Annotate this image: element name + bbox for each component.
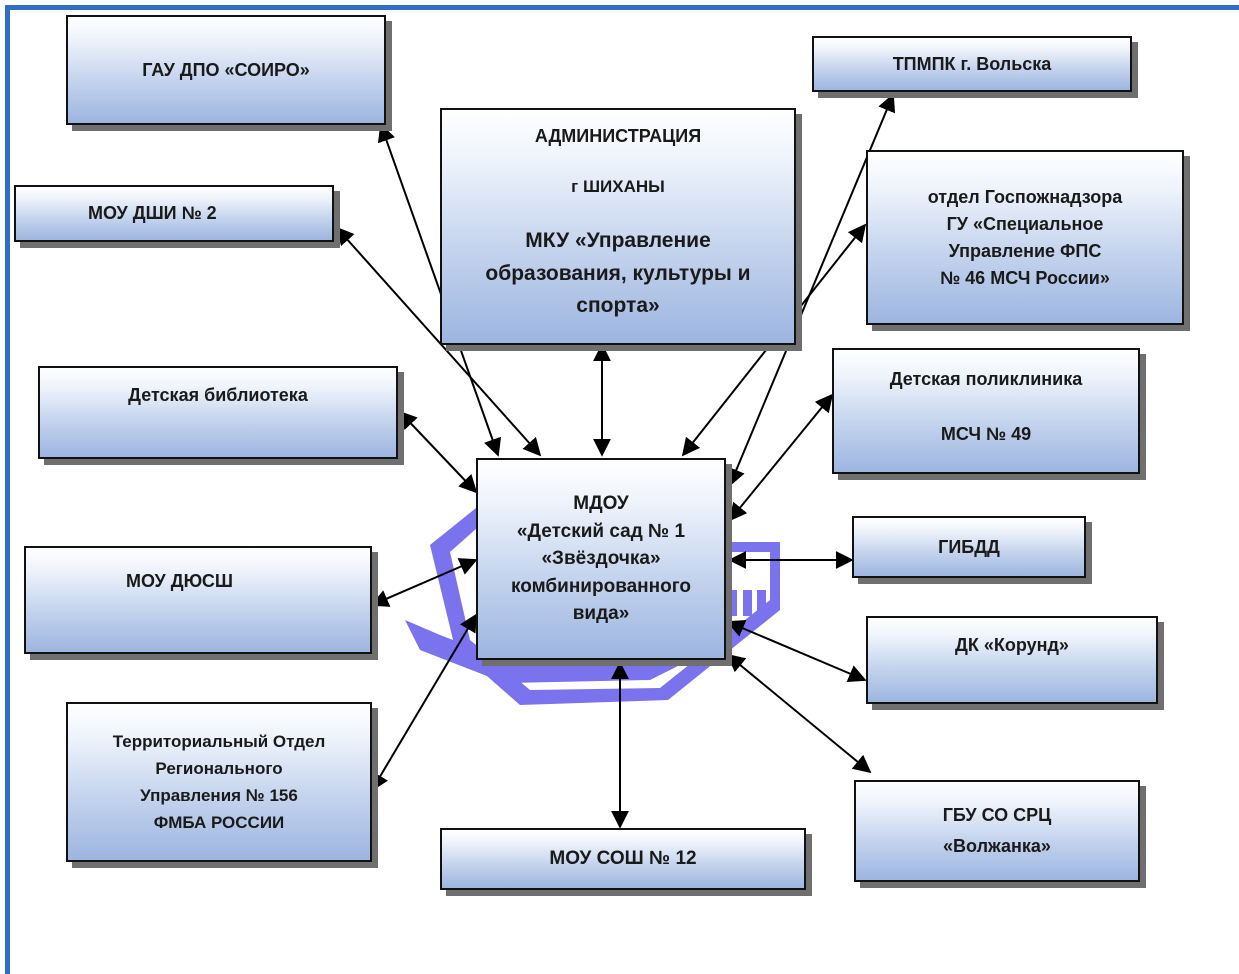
node-fmba-line-1: Территориальный Отдел xyxy=(112,731,326,751)
page-frame xyxy=(5,5,1239,974)
node-administration-line-2: г ШИХАНЫ xyxy=(571,177,665,197)
node-sosh: МОУ СОШ № 12 xyxy=(440,828,806,890)
node-gibdd: ГИБДД xyxy=(852,516,1086,578)
center-line-3: «Звёздочка» xyxy=(541,548,661,570)
node-gau-dpo: ГАУ ДПО «СОИРО» xyxy=(66,15,386,125)
node-moudyussh: МОУ ДЮСШ xyxy=(24,546,372,654)
center-line-4: комбинированного xyxy=(510,575,692,597)
node-fmba-line-2: Регионального xyxy=(155,758,283,778)
node-moudyussh-label: МОУ ДЮСШ xyxy=(126,571,233,591)
node-dk-korund-label: ДК «Корунд» xyxy=(955,635,1069,655)
node-library: Детская библиотека xyxy=(38,366,398,459)
node-library-label: Детская библиотека xyxy=(128,385,308,405)
arrow-gbu xyxy=(726,653,872,774)
node-gospozhnadzor-line-1: отдел Госпожнадзора xyxy=(927,186,1123,207)
node-gospozhnadzor-line-2: ГУ «Специальное xyxy=(946,213,1104,234)
arrow-moudshi xyxy=(335,226,542,457)
center-line-5: вида» xyxy=(572,603,630,625)
node-moudshi: МОУ ДШИ № 2 xyxy=(14,185,334,242)
center-line-1: МДОУ xyxy=(573,493,629,515)
node-gospozhnadzor-line-4: № 46 МСЧ России» xyxy=(940,267,1110,288)
node-gbu-line-1: ГБУ СО СРЦ xyxy=(942,805,1052,826)
arrow-moudyussh xyxy=(370,558,478,607)
node-administration-line-4: образования, культуры и xyxy=(485,261,751,285)
node-administration-line-3: МКУ «Управление xyxy=(525,229,711,253)
node-polyclinic-line-2: МСЧ № 49 xyxy=(940,424,1032,444)
center-line-2: «Детский сад № 1 xyxy=(516,520,686,542)
node-tpmpk: ТПМПК г. Вольска xyxy=(812,36,1132,92)
node-gospozhnadzor-line-3: Управление ФПС xyxy=(948,240,1102,261)
node-fmba-line-3: Управления № 156 xyxy=(140,786,298,805)
arrow-fmba xyxy=(371,613,477,792)
node-gbu: ГБУ СО СРЦ «Волжанка» xyxy=(854,780,1140,882)
node-polyclinic-line-1: Детская поликлиника xyxy=(889,369,1083,389)
node-gbu-line-2: «Волжанка» xyxy=(943,836,1051,856)
node-gibdd-label: ГИБДД xyxy=(938,536,1000,557)
node-gau-dpo-label: ГАУ ДПО «СОИРО» xyxy=(142,59,310,80)
node-administration-line-5: спорта» xyxy=(576,293,660,317)
node-moudshi-label: МОУ ДШИ № 2 xyxy=(88,203,217,223)
node-polyclinic: Детская поликлиника МСЧ № 49 xyxy=(832,348,1140,474)
center-node-mdou: МДОУ «Детский сад № 1 «Звёздочка» комбин… xyxy=(476,458,726,660)
node-administration-line-1: АДМИНИСТРАЦИЯ xyxy=(534,126,702,146)
node-sosh-label: МОУ СОШ № 12 xyxy=(549,847,697,869)
node-tpmpk-label: ТПМПК г. Вольска xyxy=(892,53,1052,74)
node-gospozhnadzor: отдел Госпожнадзора ГУ «Специальное Упра… xyxy=(866,150,1184,325)
node-fmba-line-4: ФМБА РОССИИ xyxy=(153,813,285,833)
node-administration: АДМИНИСТРАЦИЯ г ШИХАНЫ МКУ «Управление о… xyxy=(440,108,796,345)
arrow-polyclinic xyxy=(728,393,834,522)
node-dk-korund: ДК «Корунд» xyxy=(866,616,1158,704)
arrow-library xyxy=(398,410,478,494)
node-fmba: Территориальный Отдел Регионального Упра… xyxy=(66,702,372,862)
